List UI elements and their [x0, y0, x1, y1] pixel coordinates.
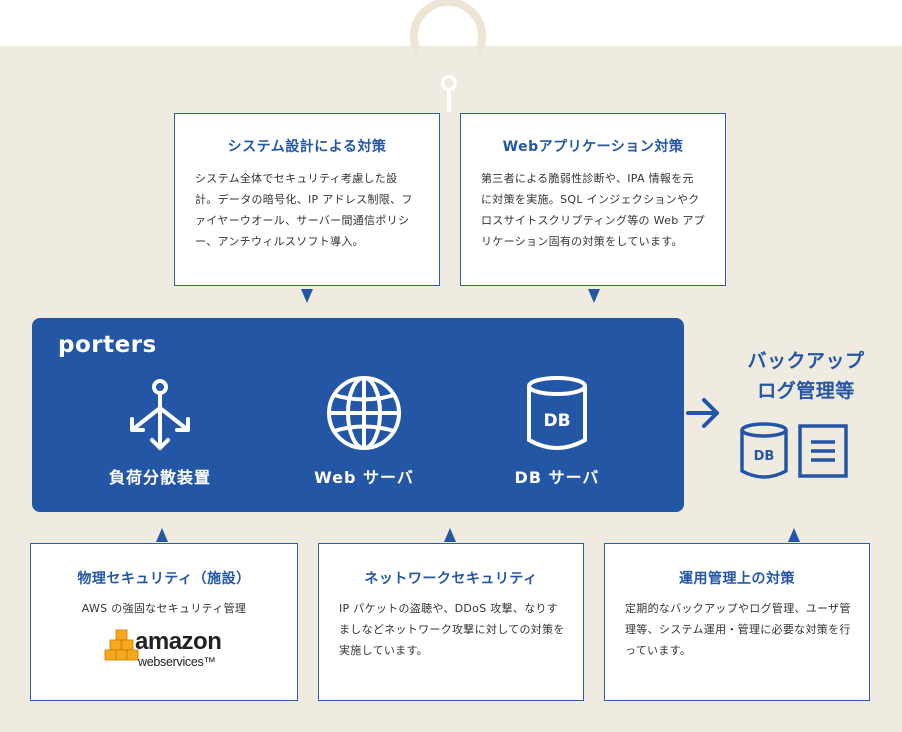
backup-title: バックアップ ログ管理等 [747, 350, 865, 402]
box-body: IP パケットの盗聴や、DDoS 攻撃、なりすましなどネットワーク攻撃に対しての… [339, 602, 565, 657]
globe-icon [327, 376, 401, 450]
system-design-box: システム設計による対策 システム全体でセキュリティ考慮した設計。データの暗号化、… [174, 113, 440, 286]
load-balancer-label: 負荷分散装置 [108, 468, 211, 487]
arrow-up [788, 528, 800, 542]
web-server-label: Web サーバ [314, 468, 414, 487]
database-icon: DB [527, 376, 587, 450]
box-body: システム全体でセキュリティ考慮した設計。データの暗号化、IP アドレス制限、ファ… [195, 172, 413, 248]
physical-security-box: 物理セキュリティ（施設） AWS の強固なセキュリティ管理 [30, 543, 298, 701]
aws-logo-subtext: webservices™ [138, 655, 216, 669]
pin-head [441, 75, 457, 91]
box-body: 定期的なバックアップやログ管理、ユーザ管理等、システム運用・管理に必要な対策を行… [625, 602, 851, 657]
backup-database-icon: DB [740, 422, 788, 479]
box-title: Webアプリケーション対策 [502, 139, 684, 155]
arrow-up [444, 528, 456, 542]
box-body: AWS の強固なセキュリティ管理 [81, 602, 247, 615]
arrow-right-icon [686, 398, 719, 428]
arrow-up [156, 528, 168, 542]
aws-logo-text: amazon [135, 628, 222, 655]
arrow-down [301, 289, 313, 303]
box-title: ネットワークセキュリティ [364, 571, 538, 587]
backup-db-text: DB [754, 449, 775, 464]
arrow-down [588, 289, 600, 303]
porters-logo: porters [58, 332, 157, 358]
operations-box: 運用管理上の対策 定期的なバックアップやログ管理、ユーザ管理等、システム運用・管… [604, 543, 870, 701]
box-title: 運用管理上の対策 [679, 571, 795, 587]
pin-stem [447, 90, 451, 112]
network-security-box: ネットワークセキュリティ IP パケットの盗聴や、DDoS 攻撃、なりすましなど… [318, 543, 584, 701]
box-title: システム設計による対策 [227, 139, 387, 155]
aws-cubes-logo [104, 629, 139, 661]
document-icon [798, 424, 848, 478]
box-body: 第三者による脆弱性診断や、IPA 情報を元に対策を実施。SQL インジェクション… [481, 172, 705, 248]
load-balancer-icon [130, 379, 190, 450]
db-server-label: DB サーバ [514, 468, 600, 487]
box-title: 物理セキュリティ（施設） [77, 571, 251, 587]
db-icon-text: DB [543, 411, 570, 431]
web-app-box: Webアプリケーション対策 第三者による脆弱性診断や、IPA 情報を元に対策を実… [460, 113, 726, 286]
